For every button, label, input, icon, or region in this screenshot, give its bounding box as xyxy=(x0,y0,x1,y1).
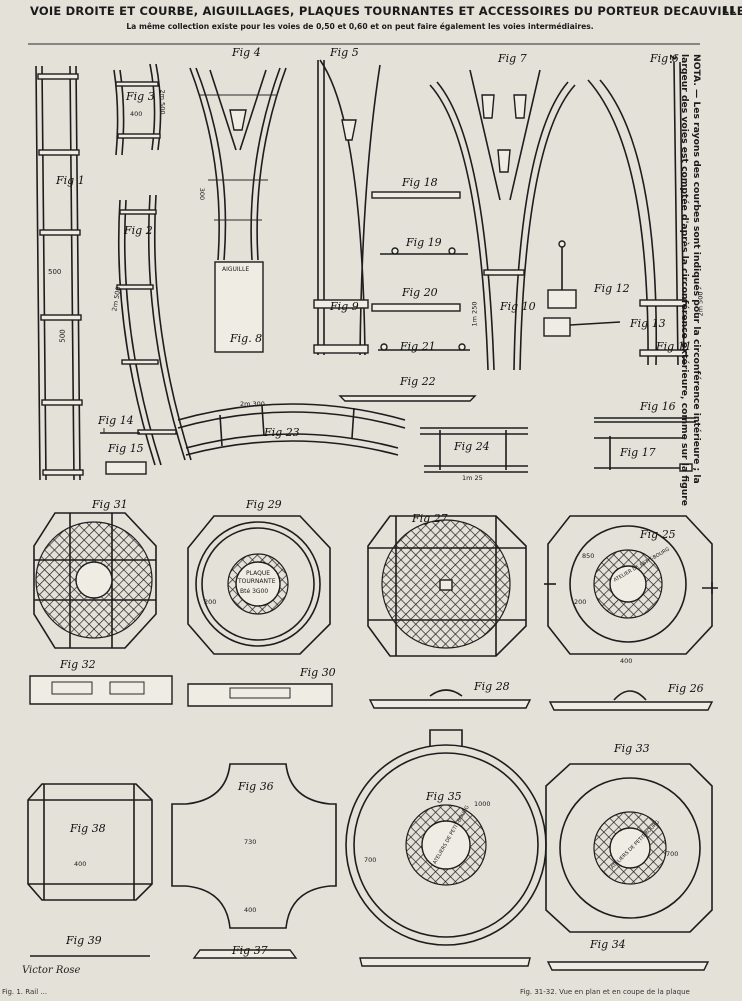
dimension-label: 700 xyxy=(364,856,377,864)
fig31-turntable xyxy=(33,512,157,649)
fig-label: Fig 5 xyxy=(330,46,359,59)
dimension-label: 200 xyxy=(574,598,587,606)
fig2-curved-long xyxy=(116,194,192,466)
fig-label: Fig 30 xyxy=(300,666,336,679)
dimension-label: 400 xyxy=(244,906,257,914)
fig-label: Fig 9 xyxy=(330,300,359,313)
dimension-label: 2m 300 xyxy=(240,400,265,408)
fig-label: Fig 37 xyxy=(232,944,268,957)
dimension-label: 2m 500 xyxy=(158,89,167,115)
fig-label: Fig 38 xyxy=(70,822,106,835)
fig-label: Fig 2 xyxy=(124,224,153,237)
dimension-label: 500 xyxy=(48,268,62,276)
fig-label: Fig 25 xyxy=(640,528,676,541)
fig38-plate xyxy=(27,783,153,901)
fig-label: Fig 24 xyxy=(454,440,490,453)
fig7-double-switch xyxy=(429,69,576,371)
fig-label: Fig 33 xyxy=(614,742,650,755)
fig-label: Fig 39 xyxy=(66,934,102,947)
fig-label: Fig 7 xyxy=(498,52,527,65)
fig-label: Fig 32 xyxy=(60,658,96,671)
fig5-switch xyxy=(313,59,381,356)
dimension-label: 400 xyxy=(74,860,87,868)
fig-label: Fig 19 xyxy=(406,236,442,249)
side-note: NOTA. — Les rayons des courbes sont indi… xyxy=(667,54,702,506)
dimension-label: 300 xyxy=(198,187,207,201)
fig12-13-switch-lever xyxy=(543,240,621,337)
fig36-cross-plate xyxy=(171,763,337,959)
dimension-label: 1m 25 xyxy=(462,474,483,482)
footer-caption-left: Fig. 1. Rail ... xyxy=(2,988,48,996)
fig23-curved-track xyxy=(177,403,406,456)
fig-label: Fig 4 xyxy=(232,46,261,59)
fig33-turntable xyxy=(545,763,713,971)
fig-label: Fig 17 xyxy=(620,446,656,459)
fig3-curved-short xyxy=(113,63,162,156)
fig-label: Fig 36 xyxy=(238,780,274,793)
fig29-turntable xyxy=(187,515,331,655)
fig-label: Fig. 8 xyxy=(230,332,263,345)
fig16-17-sleeper xyxy=(594,417,696,472)
fig25-turntable xyxy=(544,515,718,655)
fig24-track xyxy=(420,427,528,473)
fig-label: Fig 21 xyxy=(400,340,436,353)
fig-label: Fig 10 xyxy=(500,300,536,313)
footer-caption-right: Fig. 31-32. Vue en plan et en coupe de l… xyxy=(520,988,690,996)
dimension-label: 730 xyxy=(244,838,257,846)
fig-label: Fig 28 xyxy=(474,680,510,693)
fig-label: Fig 27 xyxy=(412,512,448,525)
plaque-stamp-line3: Bté 3G00 xyxy=(240,588,269,595)
plaque-stamp-line2: TOURNANTE xyxy=(238,578,276,585)
fig-label: Fig 16 xyxy=(640,400,676,413)
fig27-turntable xyxy=(367,515,527,657)
fig-label: Fig 31 xyxy=(92,498,128,511)
page-number: 11 xyxy=(722,5,736,16)
dimension-label: 700 xyxy=(666,850,679,858)
dimension-label: 2m 500 xyxy=(696,291,705,317)
fig-label: Fig 26 xyxy=(668,682,704,695)
fig-label: Fig 1 xyxy=(56,174,85,187)
fig-label: Fig 3 xyxy=(126,90,155,103)
fig18-22-accessories xyxy=(338,191,477,402)
fig-label: Fig 29 xyxy=(246,498,282,511)
dimension-label: 1m 250 xyxy=(470,301,479,327)
dimension-label: 400 xyxy=(620,657,633,665)
fig-label: Fig 13 xyxy=(630,317,666,330)
fig-label: Fig 14 xyxy=(98,414,134,427)
fig-label: Fig 22 xyxy=(400,375,436,388)
fig-label: Fig 6 xyxy=(650,52,679,65)
dimension-label: 1000 xyxy=(474,800,491,808)
plaque-stamp-line1: PLAQUE xyxy=(246,570,271,577)
page-subtitle: La même collection existe pour les voies… xyxy=(126,22,594,31)
fig4-switch xyxy=(189,67,287,353)
aiguille-plate: AIGUILLE xyxy=(222,266,250,273)
fig6-switch xyxy=(587,61,687,366)
dimension-label: 850 xyxy=(582,552,595,560)
fig-label: Fig 20 xyxy=(402,286,438,299)
fig-label: Fig 11 xyxy=(656,340,692,353)
fig-label: Fig 35 xyxy=(426,790,462,803)
dimension-label: 400 xyxy=(130,110,143,118)
turntable-sections xyxy=(29,675,714,711)
fig35-turntable xyxy=(345,729,547,967)
engraver-signature: Victor Rose xyxy=(22,965,81,976)
fig-label: Fig 18 xyxy=(402,176,438,189)
fig14-15-sleeper xyxy=(100,428,147,475)
fig-label: Fig 15 xyxy=(108,442,144,455)
fig-label: Fig 34 xyxy=(590,938,626,951)
fig1-straight-track xyxy=(35,65,84,481)
dimension-label: 200 xyxy=(204,598,217,606)
fig-label: Fig 12 xyxy=(594,282,630,295)
page-title: VOIE DROITE ET COURBE, AIGUILLAGES, PLAQ… xyxy=(30,4,742,18)
dimension-label: 500 xyxy=(58,329,67,343)
fig-label: Fig 23 xyxy=(264,426,300,439)
